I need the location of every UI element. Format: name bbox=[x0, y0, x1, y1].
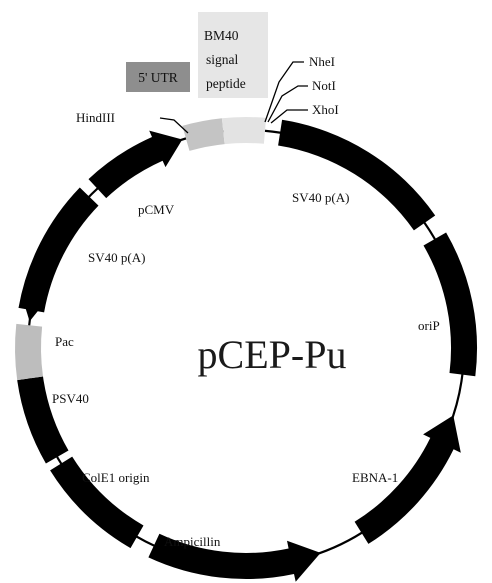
hindiii-label: HindIII bbox=[76, 110, 115, 125]
ampicillin-label: Ampicillin bbox=[164, 534, 221, 549]
psv40-label: PSV40 bbox=[52, 391, 89, 406]
bm40-label-box bbox=[198, 12, 268, 98]
bm40-label-line1: BM40 bbox=[204, 28, 239, 43]
ampicillin-segment bbox=[148, 533, 321, 582]
cole1-segment bbox=[50, 456, 144, 549]
noti-leader-line bbox=[267, 85, 308, 123]
nhei-leader-line bbox=[264, 61, 304, 123]
bm40-segment bbox=[221, 117, 267, 145]
pcmv-segment bbox=[88, 130, 183, 199]
pcmv-label: pCMV bbox=[138, 202, 175, 217]
noti-label: NotI bbox=[312, 78, 336, 93]
ebna1-segment bbox=[354, 415, 461, 544]
sv40pa-left-segment bbox=[18, 187, 99, 313]
nhei-label: NheI bbox=[309, 54, 335, 69]
site-leader-lines bbox=[159, 61, 308, 134]
bm40-label-line2: signal bbox=[206, 52, 238, 67]
pac-label: Pac bbox=[55, 334, 74, 349]
orip-segment bbox=[423, 232, 478, 377]
xhoi-leader-line bbox=[270, 109, 308, 124]
bm40-label-line3: peptide bbox=[206, 76, 246, 91]
backbone-arrow-marker bbox=[21, 296, 46, 322]
psv40-segment bbox=[17, 376, 69, 464]
feature-layer bbox=[15, 117, 478, 582]
ebna1-label: EBNA-1 bbox=[352, 470, 398, 485]
utr5-segment bbox=[182, 118, 225, 151]
pac-segment bbox=[15, 323, 43, 381]
sv40pa-top-label: SV40 p(A) bbox=[292, 190, 349, 205]
xhoi-label: XhoI bbox=[312, 102, 339, 117]
plasmid-name: pCEP-Pu bbox=[198, 332, 347, 377]
sv40pa-top-segment bbox=[278, 119, 436, 231]
orip-label: oriP bbox=[418, 318, 440, 333]
sv40pa-left-label: SV40 p(A) bbox=[88, 250, 145, 265]
utr5-label-box bbox=[126, 62, 190, 92]
utr5-label: 5' UTR bbox=[138, 70, 178, 85]
cole1-label: ColE1 origin bbox=[82, 470, 150, 485]
hindiii-leader-line bbox=[159, 117, 189, 134]
